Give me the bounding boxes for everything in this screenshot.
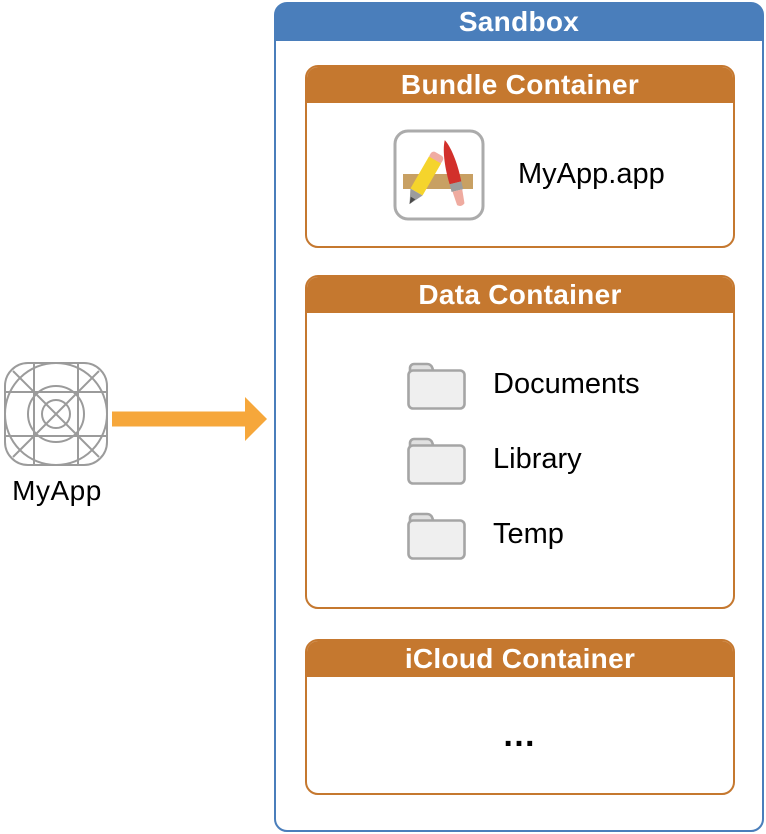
icloud-container-body: … [307,677,733,793]
folder-label: Temp [493,518,564,550]
bundle-container-body: MyApp.app [307,103,733,246]
sandbox-box: Sandbox Bundle Container [274,2,764,832]
app-wireframe-grid-icon [4,362,108,466]
folder-row-documents: Documents [405,357,640,412]
bundle-container-title: Bundle Container [307,67,733,103]
sandbox-title: Sandbox [275,3,763,41]
folder-row-temp: Temp [405,507,640,562]
folder-label: Library [493,443,582,475]
bundle-container: Bundle Container [305,65,735,248]
flow-arrow-icon [112,397,267,441]
data-container-body: Documents Library [307,313,733,607]
icloud-ellipsis: … [502,716,538,754]
folder-icon [407,512,466,560]
folder-label: Documents [493,368,640,400]
folder-icon [407,362,466,410]
folder-list: Documents Library [405,357,640,562]
data-container-title: Data Container [307,277,733,313]
icloud-container-title: iCloud Container [307,641,733,677]
bundle-app-row: MyApp.app [393,103,665,246]
folder-row-library: Library [405,432,640,487]
data-container: Data Container Documents [305,275,735,609]
icloud-ellipsis-wrap: … [307,677,733,793]
app-source: MyApp [2,360,112,507]
bundle-app-label: MyApp.app [518,158,665,190]
icloud-container: iCloud Container … [305,639,735,795]
folder-icon [407,437,466,485]
app-source-label: MyApp [12,475,102,506]
app-store-icon [393,129,485,220]
